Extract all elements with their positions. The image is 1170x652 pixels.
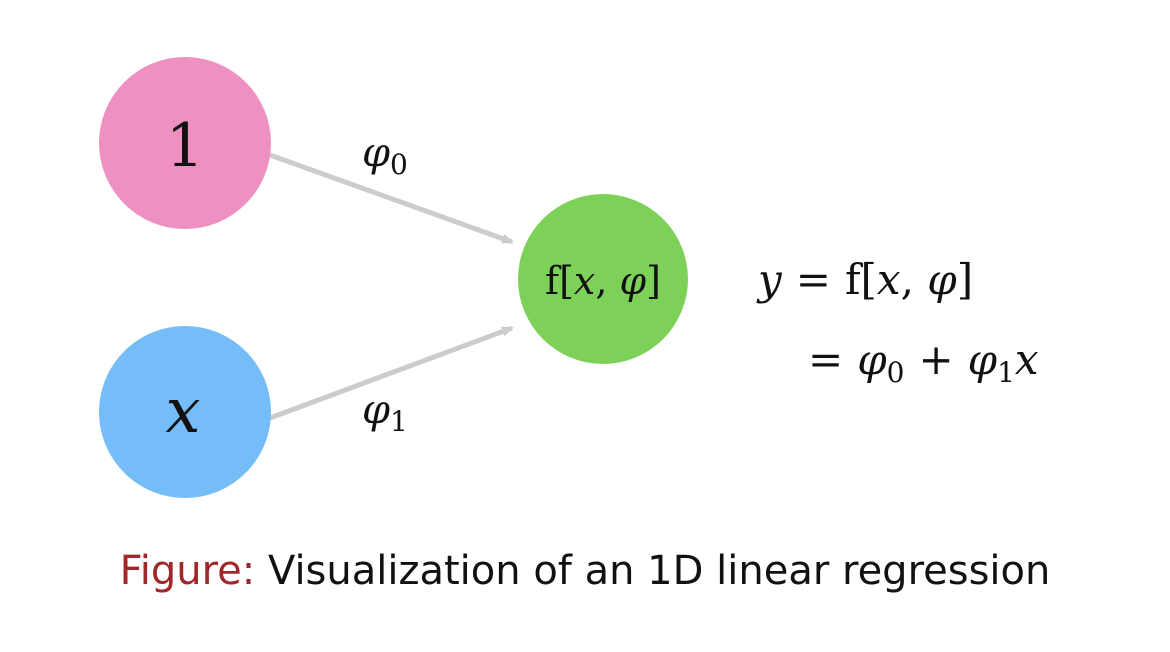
eq1-equals: =: [796, 255, 831, 304]
eq1-f: f: [845, 255, 864, 304]
edge-label-phi1: φ1: [362, 387, 408, 438]
figure-caption: Figure: Visualization of an 1D linear re…: [0, 548, 1170, 594]
caption-text: Visualization of an 1D linear regression: [267, 548, 1051, 594]
bias-node-label: 1: [166, 111, 204, 181]
phi0-symbol: φ: [362, 130, 390, 176]
output-x: x: [574, 259, 595, 303]
edge-label-phi0: φ0: [362, 130, 408, 181]
eq2-sub-a: 0: [887, 356, 905, 389]
eq1-close-bracket: ]: [957, 255, 973, 304]
output-node-label: f[x, φ]: [545, 259, 661, 303]
input-node-label: x: [166, 374, 201, 447]
output-f: f: [545, 259, 562, 303]
eq2-phi-a: φ: [857, 335, 887, 384]
edge-bias-to-output: [269, 152, 514, 245]
eq2-plus: +: [918, 335, 953, 384]
equation-line-2: =φ0+φ1x: [808, 335, 1039, 389]
output-close-bracket: ]: [646, 259, 661, 303]
eq2-phi-b: φ: [968, 335, 998, 384]
output-phi: φ: [620, 259, 647, 303]
eq1-open-bracket: [: [860, 255, 876, 304]
equation-line-1: y = f[x, φ]: [756, 255, 973, 304]
phi1-subscript: 1: [390, 405, 408, 438]
phi0-subscript: 0: [390, 148, 408, 181]
caption-prefix: Figure:: [119, 548, 256, 594]
output-comma: ,: [595, 259, 619, 303]
eq2-x: x: [1015, 335, 1039, 384]
eq1-x: x: [877, 255, 901, 304]
phi1-symbol: φ: [362, 387, 390, 433]
eq1-phi: φ: [927, 255, 957, 304]
eq1-y: y: [756, 255, 783, 304]
edge-input-to-output: [269, 325, 514, 421]
eq2-equals: =: [808, 335, 843, 384]
bias-node: [99, 57, 271, 229]
output-node: [518, 194, 688, 364]
eq2-sub-b: 1: [997, 356, 1015, 389]
input-node: [99, 326, 271, 498]
output-open-bracket: [: [559, 259, 574, 303]
eq1-comma: ,: [901, 255, 928, 304]
